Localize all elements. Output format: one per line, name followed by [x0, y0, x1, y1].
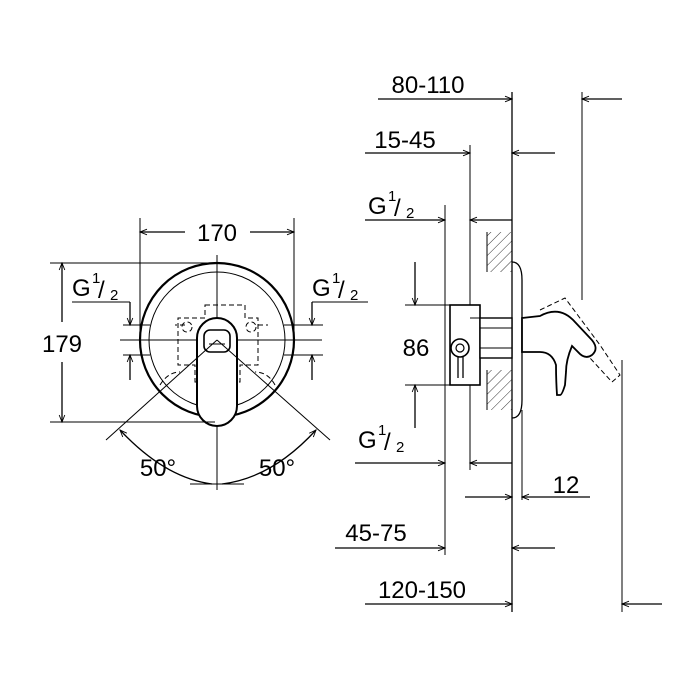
svg-text:2: 2: [110, 287, 118, 304]
dim-86-label: 86: [403, 335, 430, 362]
svg-text:G: G: [72, 275, 91, 302]
dimension-15-45: 15-45: [365, 127, 555, 157]
svg-text:G: G: [358, 427, 377, 454]
dimension-86: 86: [403, 262, 470, 428]
svg-text:2: 2: [396, 439, 404, 456]
valve-body: [449, 304, 513, 386]
svg-text:G: G: [312, 275, 331, 302]
svg-text:/: /: [338, 277, 345, 304]
inlet-bottom-label: G 1 / 2: [355, 422, 512, 467]
lever-handle-front: [196, 317, 238, 427]
svg-text:15-45: 15-45: [374, 127, 435, 154]
dimension-45-75: 45-75: [335, 520, 555, 552]
escutcheon-side: [511, 261, 523, 419]
width-label: 170: [197, 220, 237, 247]
svg-text:1: 1: [378, 422, 386, 439]
dim-12-label: 12: [553, 472, 580, 499]
side-view: 80-110 15-45 G 1 / 2 86: [335, 72, 662, 612]
angle-left-label: 50°: [140, 455, 176, 482]
dimension-height-179: 179: [42, 261, 215, 424]
svg-text:1: 1: [92, 270, 100, 287]
angle-right-label: 50°: [259, 455, 295, 482]
svg-text:1: 1: [332, 270, 340, 287]
svg-text:80-110: 80-110: [392, 72, 465, 99]
inlet-left-label: G 1 / 2: [72, 270, 134, 380]
wall-hatch-upper: [487, 232, 512, 272]
lever-handle-side: [521, 297, 621, 396]
height-label: 179: [42, 331, 82, 358]
svg-text:/: /: [394, 195, 401, 222]
svg-text:1: 1: [388, 188, 396, 205]
svg-text:45-75: 45-75: [345, 520, 406, 547]
svg-text:/: /: [98, 277, 105, 304]
dimension-12: 12: [465, 472, 590, 501]
angle-dimensions: 50° 50°: [105, 339, 331, 485]
front-view: 170 179 G 1 / 2 G 1 / 2: [42, 218, 368, 490]
inlet-top-label: G 1 / 2: [365, 188, 512, 224]
svg-text:G: G: [368, 193, 387, 220]
svg-text:/: /: [384, 429, 391, 456]
dimension-80-110: 80-110: [378, 72, 622, 103]
dimension-width-170: 170: [138, 218, 296, 335]
wall-hatch-lower: [487, 370, 512, 410]
dimension-120-150: 120-150: [365, 577, 662, 608]
svg-text:2: 2: [406, 205, 414, 222]
inlet-right-label: G 1 / 2: [308, 270, 368, 380]
svg-text:2: 2: [350, 287, 358, 304]
svg-text:120-150: 120-150: [378, 577, 466, 604]
